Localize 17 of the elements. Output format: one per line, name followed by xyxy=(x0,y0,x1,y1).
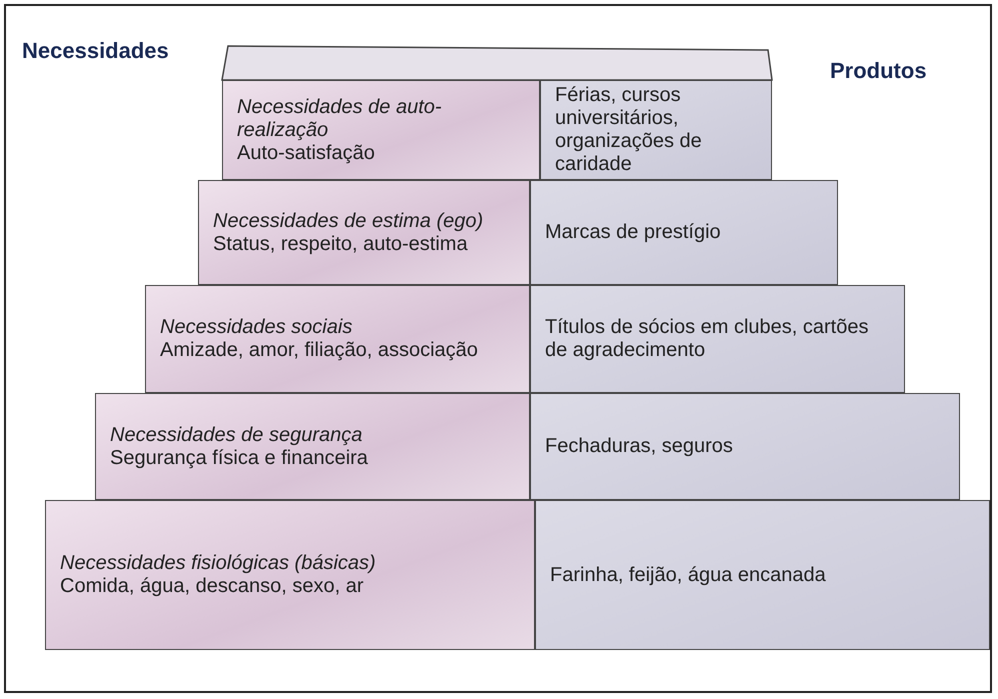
column-heading: Produtos xyxy=(830,58,927,84)
need-heading: Necessidades fisiológicas (básicas) xyxy=(60,552,377,575)
product-text: Férias, cursos universitários, organizações de caridade xyxy=(555,84,703,176)
product-text: Marcas de prestígio xyxy=(545,221,721,244)
need-examples: Status, respeito, auto-estima xyxy=(213,232,469,256)
need-heading: Necessidades de segurança xyxy=(110,424,364,446)
need-heading: Necessidades de auto-realização xyxy=(237,96,443,142)
need-examples: Amizade, amor, filiação, associação xyxy=(160,339,479,362)
need-examples: Auto-satisfação xyxy=(237,142,376,164)
product-text: Fechaduras, seguros xyxy=(545,435,733,458)
column-heading: Necessidades xyxy=(22,38,169,64)
product-text: Títulos de sócios em clubes, cartões de agradecimento xyxy=(545,316,870,362)
need-examples: Comida, água, descanso, sexo, ar xyxy=(60,575,365,598)
need-heading: Necessidades de estima (ego) xyxy=(213,210,484,232)
need-heading: Necessidades sociais xyxy=(160,316,354,339)
product-text: Farinha, feijão, água encanada xyxy=(550,564,826,586)
need-examples: Segurança física e financeira xyxy=(110,446,369,470)
